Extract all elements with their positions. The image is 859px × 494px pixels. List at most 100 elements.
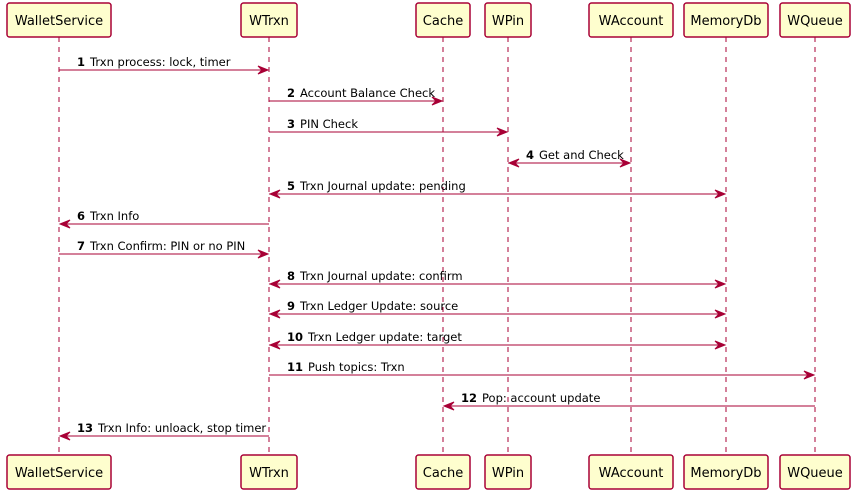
arrowhead	[496, 127, 509, 137]
message-number: 11	[287, 360, 303, 374]
participant-box	[779, 454, 851, 490]
message-text: PIN Check	[300, 117, 358, 131]
message-label: 13 Trxn Info: unloack, stop timer	[77, 421, 266, 435]
message-text: Account Balance Check	[300, 86, 435, 100]
participant-walletservice-bottom: WalletService	[6, 454, 112, 490]
participant-memorydb-top: MemoryDb	[683, 2, 769, 38]
participant-box	[6, 2, 112, 38]
arrowhead	[714, 340, 727, 350]
participant-label: WQueue	[787, 14, 843, 29]
participant-label: Cache	[423, 14, 463, 29]
message-8: 8 Trxn Journal update: confirm	[268, 269, 727, 289]
message-number: 5	[287, 179, 295, 193]
participant-box	[588, 454, 674, 490]
message-11: 11 Push topics: Trxn	[269, 360, 816, 380]
participant-label: WalletService	[15, 466, 103, 481]
messages: 1 Trxn process: lock, timer 2 Account Balan…	[58, 55, 816, 441]
message-text: Pop: account update	[482, 391, 600, 405]
message-label: 8 Trxn Journal update: confirm	[287, 269, 463, 283]
message-7: 7 Trxn Confirm: PIN or no PIN	[59, 239, 270, 259]
participants-bottom: WalletService WTrxn Cache WPin WAccount Memor…	[6, 454, 851, 490]
participant-box	[484, 2, 532, 38]
message-5: 5 Trxn Journal update: pending	[268, 179, 727, 199]
participant-label: WTrxn	[249, 466, 289, 481]
message-1: 1 Trxn process: lock, timer	[59, 55, 270, 75]
participant-box	[683, 454, 769, 490]
participant-walletservice-top: WalletService	[6, 2, 112, 38]
message-number: 9	[287, 299, 295, 313]
participant-wqueue-bottom: WQueue	[779, 454, 851, 490]
arrowhead	[58, 431, 71, 441]
arrowhead	[714, 189, 727, 199]
message-label: 12 Pop: account update	[461, 391, 600, 405]
arrowhead	[268, 189, 281, 199]
message-text: Get and Check	[539, 148, 624, 162]
message-6: 6 Trxn Info	[58, 209, 269, 229]
message-text: Trxn Info	[89, 209, 139, 223]
message-number: 12	[461, 391, 477, 405]
message-13: 13 Trxn Info: unloack, stop timer	[58, 421, 269, 441]
message-text: Trxn Journal update: confirm	[299, 269, 463, 283]
message-3: 3 PIN Check	[269, 117, 509, 137]
message-text: Trxn Info: unloack, stop timer	[97, 421, 266, 435]
participant-waccount-bottom: WAccount	[588, 454, 674, 490]
arrowhead	[268, 309, 281, 319]
message-text: Trxn Confirm: PIN or no PIN	[89, 239, 245, 253]
message-text: Push topics: Trxn	[308, 360, 405, 374]
participant-label: MemoryDb	[690, 14, 761, 29]
participant-memorydb-bottom: MemoryDb	[683, 454, 769, 490]
participant-label: WalletService	[15, 14, 103, 29]
arrowhead	[58, 219, 71, 229]
message-number: 7	[77, 239, 85, 253]
arrowhead	[431, 96, 444, 106]
message-2: 2 Account Balance Check	[269, 86, 444, 106]
participant-box	[484, 454, 532, 490]
arrowhead	[714, 279, 727, 289]
participant-wtrxn-top: WTrxn	[240, 2, 298, 38]
message-4: 4 Get and Check	[507, 148, 632, 168]
arrowhead	[257, 249, 270, 259]
participant-wpin-bottom: WPin	[484, 454, 532, 490]
message-label: 4 Get and Check	[526, 148, 624, 162]
message-number: 8	[287, 269, 295, 283]
participant-box	[240, 454, 298, 490]
message-10: 10 Trxn Ledger update: target	[268, 330, 727, 350]
message-label: 6 Trxn Info	[77, 209, 139, 223]
arrowhead	[619, 158, 632, 168]
participant-label: WQueue	[787, 466, 843, 481]
message-label: 1 Trxn process: lock, timer	[77, 55, 231, 69]
message-number: 13	[77, 421, 93, 435]
message-number: 6	[77, 209, 85, 223]
arrowhead	[803, 370, 816, 380]
participant-box	[6, 454, 112, 490]
message-text: Trxn Ledger update: target	[307, 330, 462, 344]
message-number: 10	[287, 330, 303, 344]
message-12: 12 Pop: account update	[442, 391, 815, 411]
arrowhead	[268, 340, 281, 350]
message-label: 7 Trxn Confirm: PIN or no PIN	[77, 239, 245, 253]
message-number: 3	[287, 117, 295, 131]
participant-wqueue-top: WQueue	[779, 2, 851, 38]
participant-label: WAccount	[599, 14, 664, 29]
participant-box	[415, 2, 471, 38]
participant-waccount-top: WAccount	[588, 2, 674, 38]
message-label: 11 Push topics: Trxn	[287, 360, 405, 374]
message-text: Trxn Journal update: pending	[299, 179, 466, 193]
message-text: Trxn process: lock, timer	[89, 55, 231, 69]
participant-label: WAccount	[599, 466, 664, 481]
participant-label: Cache	[423, 466, 463, 481]
participant-label: WTrxn	[249, 14, 289, 29]
participant-cache-top: Cache	[415, 2, 471, 38]
participant-cache-bottom: Cache	[415, 454, 471, 490]
message-number: 1	[77, 55, 85, 69]
message-number: 2	[287, 86, 295, 100]
participant-box	[240, 2, 298, 38]
participant-wtrxn-bottom: WTrxn	[240, 454, 298, 490]
participant-label: WPin	[492, 466, 524, 481]
arrowhead	[442, 401, 455, 411]
message-number: 4	[526, 148, 534, 162]
